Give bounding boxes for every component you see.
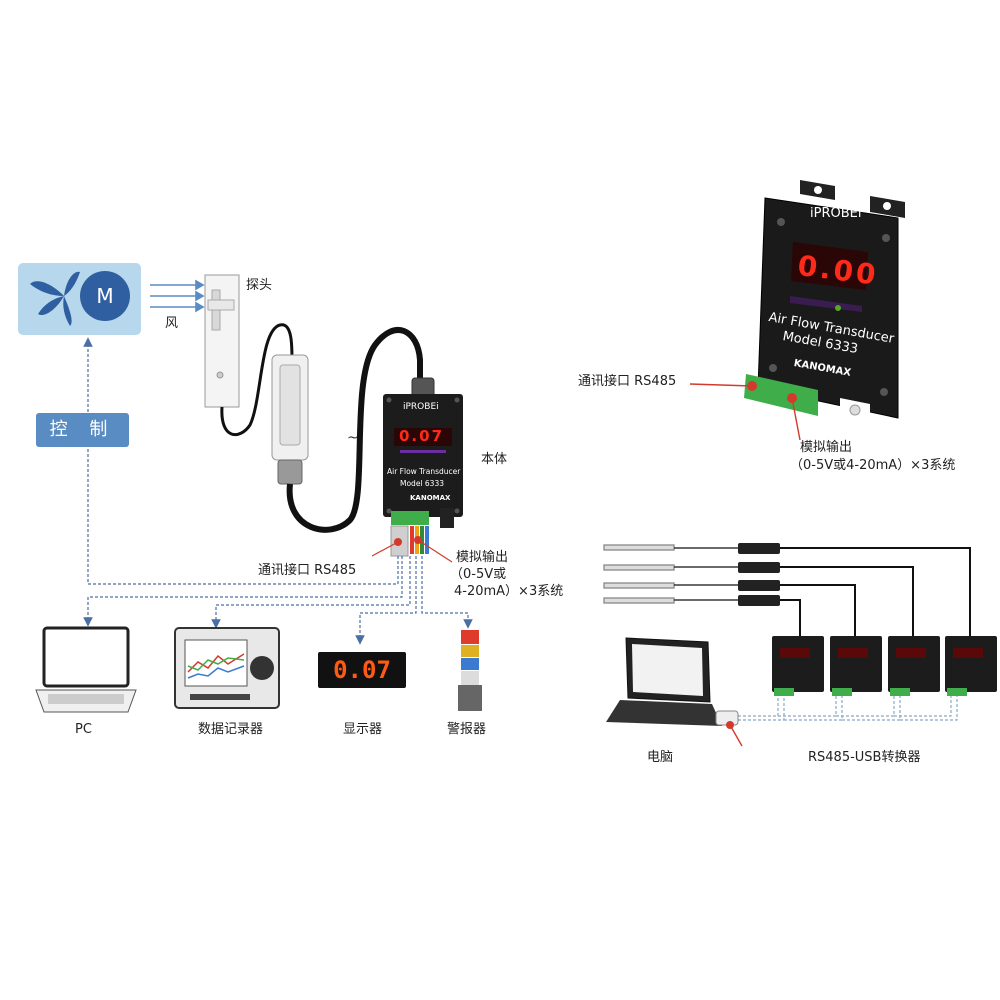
rs485-bus-lines [738,696,958,721]
analog-output-label-1: 模拟输出 [456,550,509,565]
large-comm-port-label: 通讯接口 RS485 [578,374,677,389]
probe-handles [738,543,780,606]
fan-blades-icon [30,271,80,326]
large-analog-label-2: （0-5V或4-20mA）×3系统 [790,458,956,473]
numeric-display-icon [318,652,406,688]
large-transducer [744,180,905,419]
converter-label: RS485-USB转换器 [808,750,921,765]
computer-label: 电脑 [647,750,674,765]
analog-output-label-2: （0-5V或 [450,567,507,582]
computer-laptop-icon [606,637,722,726]
probe-icon [204,274,240,408]
signal-lines [83,337,473,645]
device-brand: iPROBEi [403,402,439,412]
probe-array [603,544,738,604]
alarm-label: 警报器 [447,722,487,737]
network-transducers [772,636,997,696]
wind-arrows [150,279,205,313]
device-title: Air Flow Transducer [387,467,461,476]
body-label: 本体 [481,452,508,467]
probe-label: 探头 [246,278,273,293]
device-model: Model 6333 [400,479,444,488]
device-maker: KANOMAX [410,494,451,502]
alarm-tower-icon [458,630,482,711]
svg-text:~: ~ [347,430,359,446]
motor-icon: M [80,271,130,321]
control-label-box: 控 制 [36,413,129,447]
analog-output-label-3: 4-20mA）×3系统 [454,584,564,599]
data-logger-label: 数据记录器 [198,722,264,737]
large-analog-label-1: 模拟输出 [800,440,853,455]
comm-port-label: 通讯接口 RS485 [258,563,357,578]
transducer-body [383,394,463,528]
display-value: 0.07 [333,656,391,684]
probe-handle-icon [271,354,309,485]
pc-laptop-icon [35,626,137,713]
wind-label: 风 [165,316,179,331]
network-cables [780,547,971,640]
display-label: 显示器 [343,722,383,737]
pc-label: PC [75,722,92,737]
device-display-value: 0.07 [399,427,445,445]
large-device-brand: iPROBEi [810,206,862,221]
data-logger-icon [174,627,280,709]
